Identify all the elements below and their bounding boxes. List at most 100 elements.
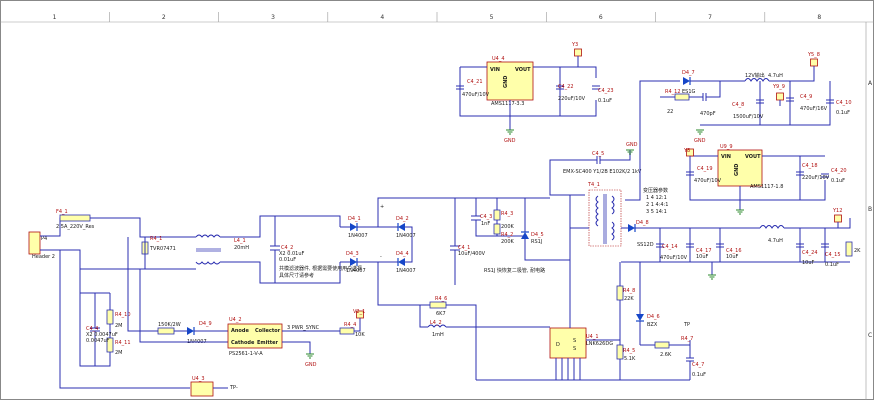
- r4-12-ref: R4_12: [665, 89, 681, 95]
- c4-16-val: 10uF: [726, 254, 739, 260]
- output-12v-block: D4_7 ES1G 12V输出 4.7uH R4_12 22 470pF C4_…: [639, 52, 852, 165]
- d4-2-symbol[interactable]: [398, 223, 405, 231]
- r4-4-body[interactable]: [339, 327, 355, 335]
- d4-8-symbol[interactable]: [628, 224, 635, 232]
- f4-1-val: 2.5A_220V_Res: [56, 224, 95, 230]
- r4-6-val: 6K7: [436, 311, 446, 317]
- u9-9-vin: VIN: [721, 154, 731, 160]
- d4-6-symbol[interactable]: [636, 314, 644, 321]
- p4-connector[interactable]: [28, 231, 41, 255]
- c4-8-ref: C4_8: [732, 102, 744, 108]
- opto-block: R4_10 2M R4_11 2M C4_4 X2 0.0047uF 0.004…: [59, 237, 365, 397]
- u4-3-pin: TP-: [229, 385, 238, 391]
- r4-10-body[interactable]: [106, 309, 114, 325]
- c4-1-ref: C4_1: [458, 245, 470, 251]
- c4-3-ref: C4_3: [480, 214, 492, 220]
- c4-9-val: 470uF/16V: [800, 106, 828, 112]
- bridge-rectifier-block: D4_1 1N4007 D4_2 1N4007 D4_3 1N4007 D4_4…: [340, 197, 550, 306]
- c4-22-ref: C4_22: [558, 84, 574, 90]
- l-mid-inductor[interactable]: [427, 324, 447, 328]
- d4-9-symbol[interactable]: [187, 327, 194, 335]
- r-led-val: 150K/2W: [158, 322, 181, 328]
- tx-l1: 1 4 12:1: [646, 195, 667, 201]
- r4-8-ref: R4_8: [623, 288, 635, 294]
- svg-text:+: +: [380, 204, 384, 210]
- u4-2-emitter: Emitter: [257, 340, 279, 346]
- d4-3-symbol[interactable]: [350, 258, 357, 266]
- d4-7-symbol[interactable]: [683, 77, 690, 85]
- r4-11-ref: R4_11: [115, 340, 131, 346]
- d4-5-symbol[interactable]: [521, 232, 529, 239]
- c4-15-ref: C4_15: [825, 252, 841, 258]
- r4-3-body[interactable]: [493, 209, 501, 221]
- d4-2-part: 1N4007: [396, 233, 416, 239]
- d4-8-ref: D4_8: [636, 220, 649, 226]
- c4-24-ref: C4_24: [802, 250, 818, 256]
- c4-1-val: 10uF/400V: [458, 251, 486, 257]
- r-output-body[interactable]: [845, 241, 853, 257]
- frame-row-label: C: [868, 332, 872, 339]
- c4-17-ref: C4_17: [696, 248, 712, 254]
- y12-ref: Y12: [832, 208, 842, 214]
- c4-19-ref: C4_19: [697, 166, 713, 172]
- r-output-val: 2K: [854, 248, 861, 254]
- d4-6-ref: D4_6: [647, 314, 660, 320]
- r4-6-body[interactable]: [429, 301, 447, 309]
- c4-23-ref: C4_23: [598, 88, 614, 94]
- c4-15-val: 0.1uF: [825, 262, 839, 268]
- r4-4-ref: R4_4: [344, 322, 356, 328]
- d4-4-ref: D4_4: [396, 251, 409, 257]
- u4-4-gnd: GND: [503, 76, 509, 88]
- t4-1-body[interactable]: [588, 189, 622, 247]
- gnd-top-label: GND: [626, 142, 638, 148]
- u9-9-body[interactable]: [717, 149, 763, 187]
- rv-ref: R4_1: [150, 236, 162, 242]
- f4-1-fuse[interactable]: [59, 214, 91, 222]
- r-led-body[interactable]: [157, 327, 175, 335]
- c4-22-val: 220uF/10V: [558, 96, 586, 102]
- d4-5-part: RS1J: [531, 239, 542, 245]
- top-note: 12V输出: [745, 72, 765, 79]
- ac-input-block: P4 Header 2 F4_1 2.5A_220V_Res R4_1 TVR0…: [28, 209, 362, 284]
- u4-1-body[interactable]: [549, 327, 587, 359]
- u4-2-body[interactable]: [227, 323, 283, 349]
- r4-8-val: 22K: [624, 296, 634, 302]
- d4-8-part: SS12D: [637, 242, 654, 248]
- d4-4-symbol[interactable]: [398, 258, 405, 266]
- r4-10-ref: R4_10: [115, 312, 131, 318]
- cy-ref: C4_5: [592, 151, 604, 157]
- l4-4-inductor[interactable]: [759, 225, 785, 229]
- y3-ref: Y3: [571, 42, 578, 48]
- r4-2-val: 200K: [501, 239, 515, 245]
- r4-2-body[interactable]: [493, 223, 501, 235]
- u4-1-part: LNK626DG: [586, 341, 613, 347]
- frame-column-label: 1: [53, 14, 57, 21]
- l-top-inductor[interactable]: [744, 78, 770, 82]
- frame-column-label: 4: [380, 14, 384, 21]
- r4-7-ref: R4_7: [681, 336, 693, 342]
- u4-3-ref: U4_3: [192, 376, 205, 382]
- u4-2-collector: Collector: [255, 328, 281, 334]
- c4-17-val: 10uF: [696, 254, 709, 260]
- u4-4-body[interactable]: [486, 61, 534, 101]
- sync-label: 3 PWR_SYNC: [287, 325, 320, 331]
- r4-12-val: 22: [667, 109, 673, 115]
- regulator-3v3-block: VIN VOUT GND U4_4 AMS1117-3.3 C4_21 470u…: [456, 42, 614, 144]
- secondary-output-block: D4_8 SS12D 4.7uH C4_14 470uF/10V C4_17 1…: [621, 208, 861, 280]
- c4-10-val: 0.1uF: [836, 110, 850, 116]
- r4-3-ref: R4_3: [501, 211, 513, 217]
- l4-1-ref: L4_1: [234, 238, 246, 244]
- c4-7-val: 0.1uF: [692, 372, 706, 378]
- d4-1-ref: D4_1: [348, 216, 361, 222]
- c4-14-ref: C4_14: [662, 244, 678, 250]
- r4-9-body[interactable]: [654, 341, 670, 349]
- d4-7-ref: D4_7: [682, 70, 695, 76]
- r4-3-val: 200K: [501, 224, 515, 230]
- r4-6-ref: R4_6: [435, 296, 447, 302]
- u4-3-body[interactable]: [190, 381, 214, 397]
- frame-column-label: 8: [817, 14, 821, 21]
- c4-21-val: 470uF/10V: [462, 92, 490, 98]
- c4-14-val: 470uF/10V: [660, 255, 688, 261]
- d4-1-symbol[interactable]: [350, 223, 357, 231]
- c4-3-val: 1nF: [481, 221, 490, 227]
